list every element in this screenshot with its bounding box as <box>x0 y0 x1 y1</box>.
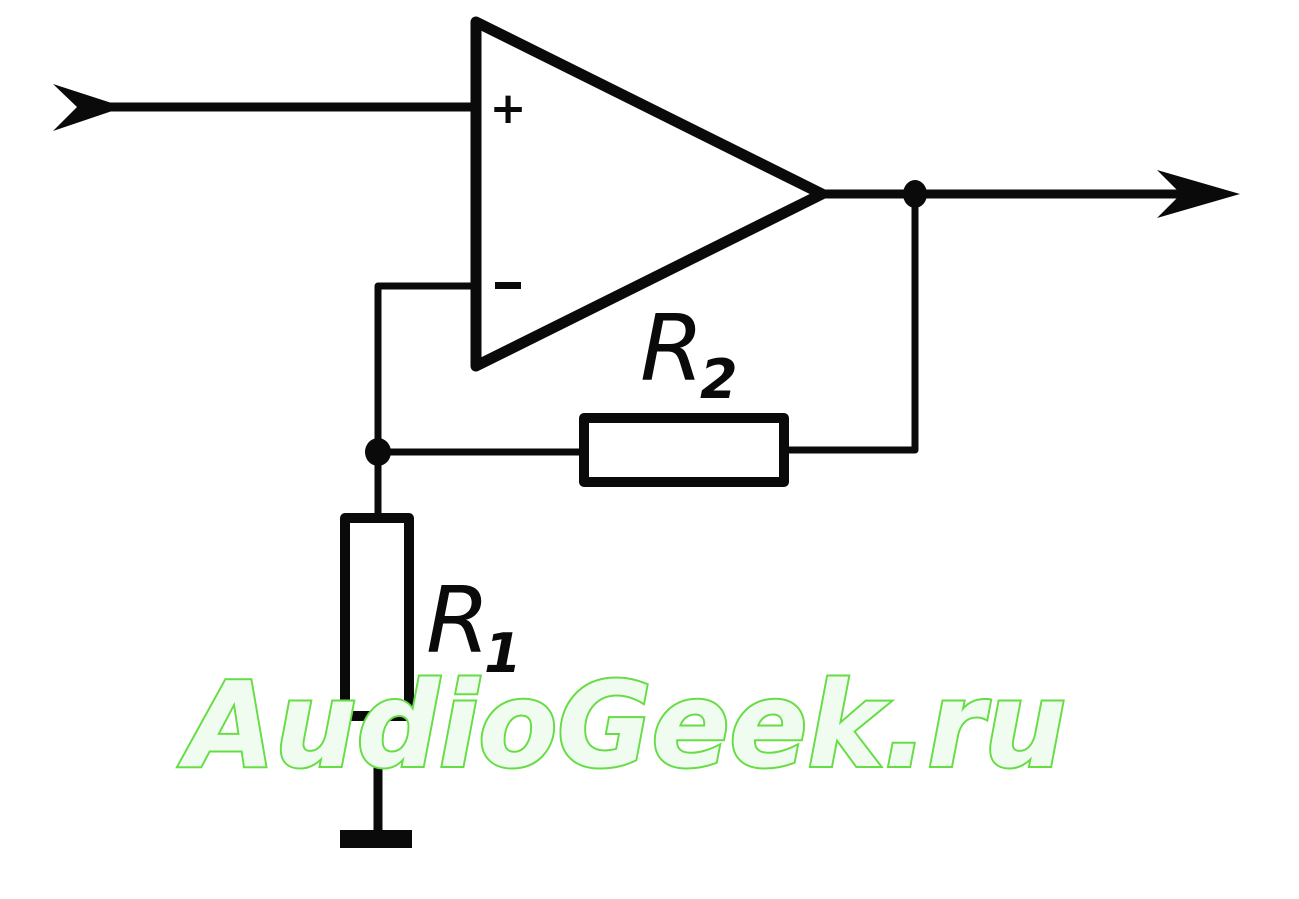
r1-subscript: 1 <box>484 622 522 685</box>
inverting-input-wire <box>374 282 480 522</box>
feedback-wire-right <box>780 190 919 454</box>
r2-subscript: 2 <box>700 348 738 411</box>
r1-label: R 1 <box>426 567 522 685</box>
input-arrow-icon <box>53 84 124 131</box>
inverting-junction-dot-icon <box>365 438 391 466</box>
output-arrow-icon <box>1157 170 1240 218</box>
resistor-r2 <box>579 413 789 487</box>
r1-letter: R <box>426 567 490 674</box>
ground-icon <box>340 830 412 848</box>
opamp-minus-sign <box>495 282 521 289</box>
opamp-triangle <box>470 16 828 372</box>
r2-letter: R <box>640 295 704 402</box>
watermark-logo: AudioGeek.ru <box>178 656 1066 794</box>
opamp-plus-sign: + <box>490 83 527 134</box>
r2-label: R 2 <box>640 295 738 411</box>
